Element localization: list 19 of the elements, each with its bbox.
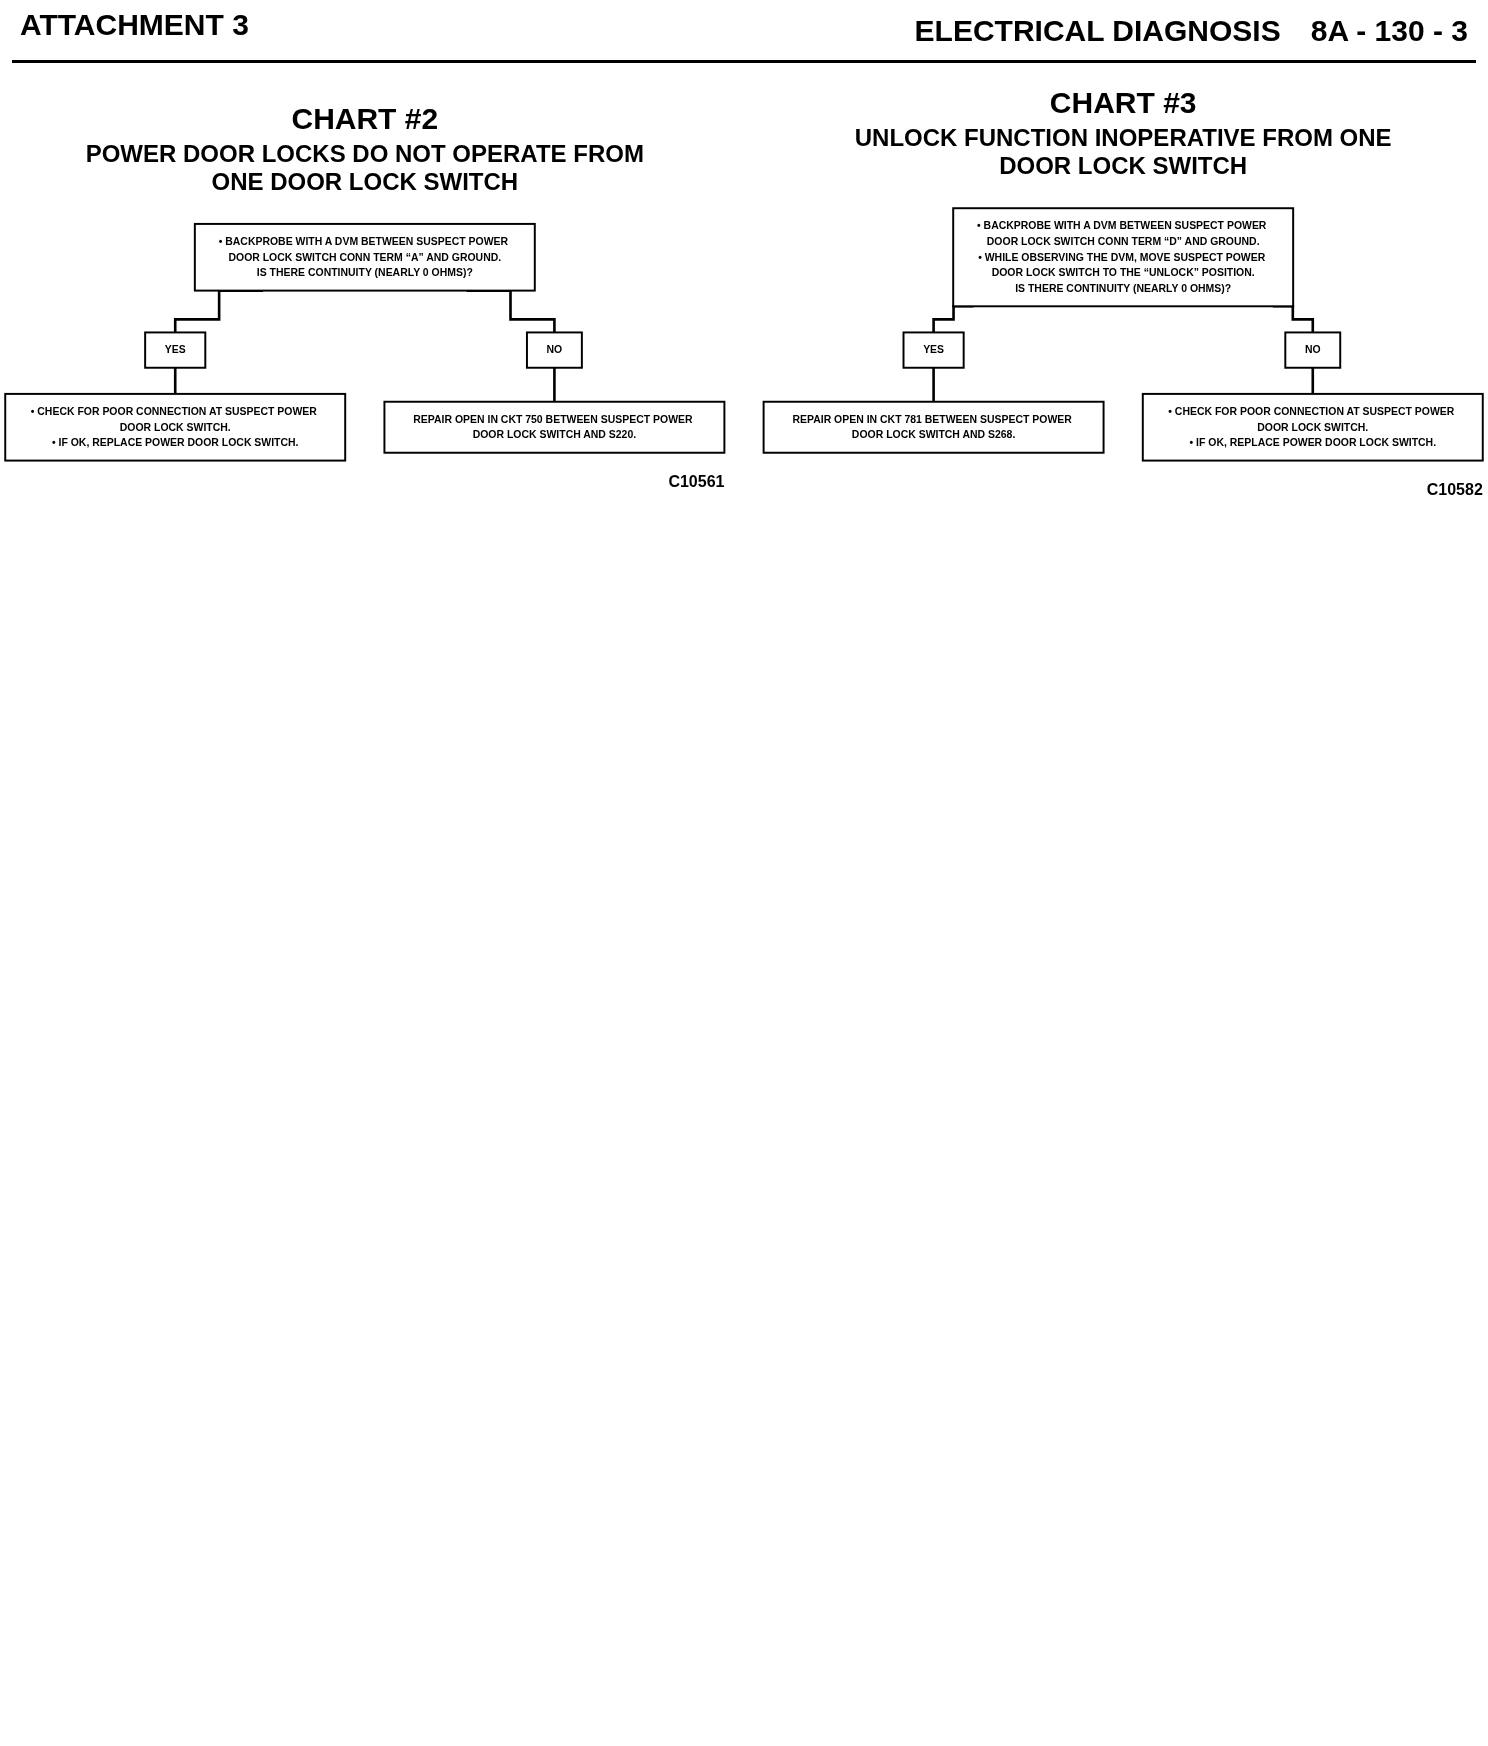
figure-number: C10561 xyxy=(668,472,725,491)
node-box: • CHECK FOR POOR CONNECTION AT SUSPECT POWER DOOR LOCK SWITCH. • IF OK, REPLACE POWER DOOR LOCK SWITCH. xyxy=(1141,392,1484,462)
node-box: YES xyxy=(902,331,965,369)
node-box: • BACKPROBE WITH A DVM BETWEEN SUSPECT POWER DOOR LOCK SWITCH CONN TERM “D” AND GROUND. • WHILE OBSERVING THE DVM, MOVE SUSPECT POWER DOOR LOCK SWITCH TO THE “UNLOCK” POSITION. IS THERE CONTINUITY (NEARLY 0 OHMS)? xyxy=(952,207,1295,308)
node-box: NO xyxy=(1284,331,1342,369)
chart-subtitle: UNLOCK FUNCTION INOPERATIVE FROM ONE DOOR LOCK SWITCH xyxy=(853,124,1393,181)
page-header: ATTACHMENT 3 xyxy=(20,8,249,41)
chart-title: CHART #3 xyxy=(1049,86,1197,121)
node-box: YES xyxy=(144,331,207,369)
node-box: • BACKPROBE WITH A DVM BETWEEN SUSPECT POWER DOOR LOCK SWITCH CONN TERM “A” AND GROUND. IS THERE CONTINUITY (NEARLY 0 OHMS)? xyxy=(193,222,536,292)
node-box: NO xyxy=(525,331,583,369)
node-box: REPAIR OPEN IN CKT 781 BETWEEN SUSPECT POWER DOOR LOCK SWITCH AND S268. xyxy=(762,400,1105,454)
chart-title: CHART #2 xyxy=(291,101,439,136)
page-header: ELECTRICAL DIAGNOSIS xyxy=(914,14,1281,47)
chart-subtitle: POWER DOOR LOCKS DO NOT OPERATE FROM ONE DOOR LOCK SWITCH xyxy=(84,139,645,196)
figure-number: C10582 xyxy=(1426,480,1483,499)
node-box: REPAIR OPEN IN CKT 750 BETWEEN SUSPECT POWER DOOR LOCK SWITCH AND S220. xyxy=(383,400,726,454)
page-header: 8A - 130 - 3 xyxy=(1310,14,1468,47)
node-box: • CHECK FOR POOR CONNECTION AT SUSPECT POWER DOOR LOCK SWITCH. • IF OK, REPLACE POWER DOOR LOCK SWITCH. xyxy=(4,392,347,462)
